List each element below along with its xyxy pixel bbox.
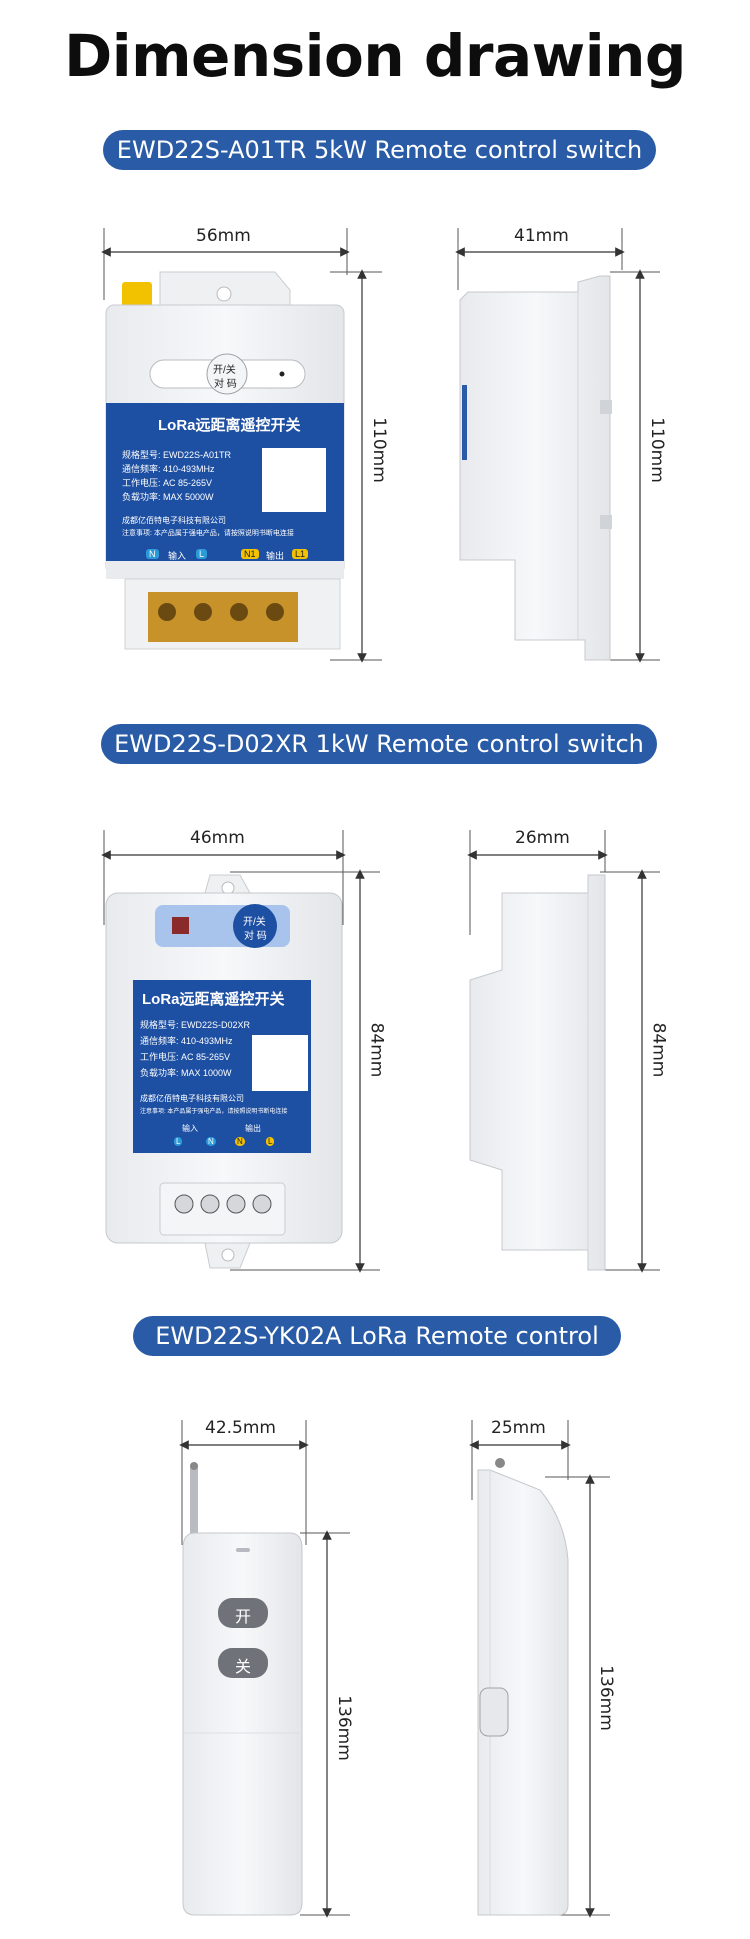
a01tr-panel-title: LoRa远距离遥控开关 [158, 417, 301, 434]
d02xr-side-height-dimension [600, 869, 660, 1273]
yk02a-on-button: 开 [235, 1609, 252, 1626]
d02xr-front-height-label: 84mm [366, 1022, 387, 1078]
d02xr-terminal-input: 输入 [182, 1124, 198, 1133]
yk02a-front-width-dimension [179, 1420, 309, 1545]
a01tr-terminal-l: L [196, 549, 208, 559]
a01tr-terminal-input: 输入 [168, 551, 187, 561]
d02xr-button-label-top: 开/关 [243, 917, 266, 928]
d02xr-terminal-n-out: N [235, 1137, 245, 1146]
d02xr-spec-3: 负载功率: MAX 1000W [140, 1068, 232, 1078]
a01tr-terminal-n1: N1 [241, 549, 259, 559]
d02xr-front-height-dimension [230, 869, 380, 1273]
a01tr-spec-1: 通信频率: 410-493MHz [122, 464, 215, 474]
a01tr-side-device [459, 275, 612, 661]
a01tr-front-width-dimension [101, 228, 350, 300]
a01tr-spec-0: 规格型号: EWD22S-A01TR [122, 450, 232, 460]
yk02a-depth-label: 25mm [491, 1418, 546, 1438]
d02xr-company: 成都亿佰特电子科技有限公司 [140, 1094, 244, 1103]
yk02a-side-device [477, 1458, 569, 1916]
d02xr-front-width-dimension [101, 830, 346, 925]
d02xr-spec-1: 通信频率: 410-493MHz [140, 1036, 233, 1046]
a01tr-side-depth-dimension [455, 228, 625, 290]
a01tr-terminal-output: 输出 [266, 551, 285, 561]
d02xr-spec-2: 工作电压: AC 85-265V [140, 1052, 231, 1062]
d02xr-panel-title: LoRa远距离遥控开关 [142, 991, 285, 1008]
section-heading-a01tr: EWD22S-A01TR 5kW Remote control switch [103, 130, 656, 170]
d02xr-side-height-label: 84mm [648, 1022, 669, 1078]
a01tr-side-height-dimension [610, 269, 660, 663]
yk02a-side-height-label: 136mm [595, 1665, 616, 1731]
a01tr-front-height-dimension [330, 269, 382, 663]
d02xr-front-device [105, 874, 343, 1269]
d02xr-terminal-l: L [174, 1137, 183, 1146]
yk02a-front-height-label: 136mm [333, 1695, 354, 1761]
a01tr-width-label: 56mm [196, 226, 251, 246]
d02xr-spec-0: 规格型号: EWD22S-D02XR [140, 1020, 251, 1030]
a01tr-company: 成都亿佰特电子科技有限公司 [122, 516, 226, 525]
a01tr-terminal-n: N [146, 549, 159, 559]
a01tr-front-device [105, 271, 345, 650]
yk02a-width-label: 42.5mm [205, 1418, 276, 1438]
yk02a-front-height-dimension [300, 1530, 350, 1918]
section-heading-yk02a: EWD22S-YK02A LoRa Remote control [133, 1316, 621, 1356]
yk02a-front-device [182, 1462, 303, 1916]
yk02a-side-depth-dimension [469, 1420, 571, 1500]
a01tr-spec-3: 负载功率: MAX 5000W [122, 492, 214, 502]
a01tr-front-height-label: 110mm [368, 417, 389, 483]
a01tr-notice: 注意事项: 本产品属于强电产品，请按照说明书断电连接 [122, 530, 294, 537]
section-heading-d02xr: EWD22S-D02XR 1kW Remote control switch [101, 724, 657, 764]
yk02a-off-button: 关 [235, 1659, 252, 1676]
a01tr-terminal-l1: L1 [292, 549, 309, 559]
page-title: Dimension drawing [64, 22, 686, 90]
d02xr-notice: 注意事项: 本产品属于强电产品，请按照说明书断电连接 [140, 1109, 288, 1115]
d02xr-terminal-output: 输出 [245, 1124, 261, 1133]
d02xr-terminal-n: N [206, 1137, 216, 1146]
d02xr-terminal-l-out: L [266, 1137, 275, 1146]
a01tr-button-label-top: 开/关 [213, 365, 236, 376]
d02xr-button-label-bottom: 对 码 [244, 931, 267, 942]
d02xr-width-label: 46mm [190, 828, 245, 848]
a01tr-side-height-label: 110mm [646, 417, 667, 483]
d02xr-depth-label: 26mm [515, 828, 570, 848]
d02xr-side-device [469, 874, 606, 1271]
a01tr-depth-label: 41mm [514, 226, 569, 246]
a01tr-button-label-bottom: 对 码 [214, 379, 237, 390]
a01tr-spec-2: 工作电压: AC 85-265V [122, 478, 213, 488]
d02xr-side-depth-dimension [467, 830, 608, 935]
